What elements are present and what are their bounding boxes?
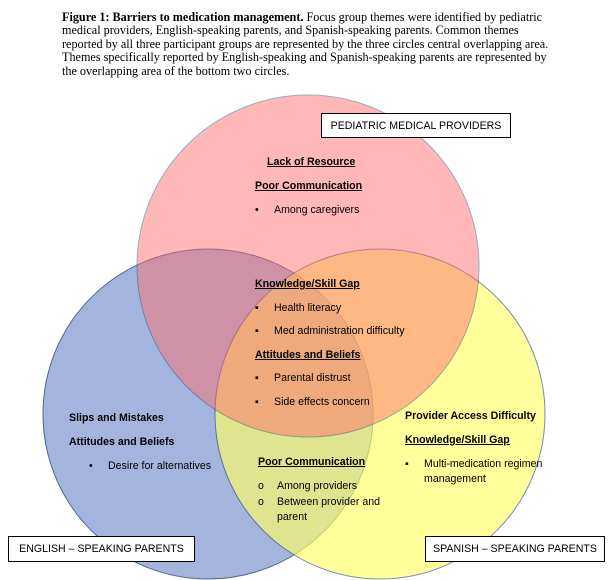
spanish-theme-knowledge-skill-gap: Knowledge/Skill Gap — [405, 434, 510, 446]
parents-shared-theme-poor-communication: Poor Communication — [258, 456, 366, 468]
square-bullet-icon: ▪ — [405, 458, 409, 470]
providers-theme-poor-communication: Poor Communication — [255, 180, 363, 192]
spanish-theme-provider-access-difficulty: Provider Access Difficulty — [405, 410, 536, 422]
circle-bullet-icon: o — [258, 496, 264, 508]
list-item-continuation: management — [424, 473, 486, 485]
circle-bullet-icon: o — [258, 480, 264, 492]
square-bullet-icon: ▪ — [255, 302, 259, 314]
providers-group-label: PEDIATRIC MEDICAL PROVIDERS — [321, 113, 511, 138]
english-theme-attitudes-and-beliefs: Attitudes and Beliefs — [69, 436, 175, 448]
square-bullet-icon: ▪ — [255, 325, 259, 337]
common-theme-knowledge-skill-gap: Knowledge/Skill Gap — [255, 278, 360, 290]
spanish-parents-circle — [214, 248, 546, 580]
providers-circle — [136, 94, 480, 438]
figure-caption: Figure 1: Barriers to medication managem… — [62, 10, 562, 78]
figure-label: Figure 1: Barriers to medication managem… — [62, 10, 304, 24]
square-bullet-icon: ▪ — [255, 396, 259, 408]
english-theme-slips-and-mistakes: Slips and Mistakes — [69, 412, 164, 424]
common-theme-attitudes-and-beliefs: Attitudes and Beliefs — [255, 349, 361, 361]
spanish-group-label: SPANISH – SPEAKING PARENTS — [425, 536, 605, 562]
list-item-continuation: parent — [277, 511, 308, 523]
bullet-icon: • — [89, 460, 93, 472]
caption-text: Focus group themes were identified by pe… — [62, 10, 549, 78]
providers-theme-lack-of-resource: Lack of Resource — [267, 156, 356, 168]
square-bullet-icon: ▪ — [255, 372, 259, 384]
english-group-label: ENGLISH – SPEAKING PARENTS — [8, 536, 195, 562]
bullet-icon: • — [255, 204, 259, 216]
